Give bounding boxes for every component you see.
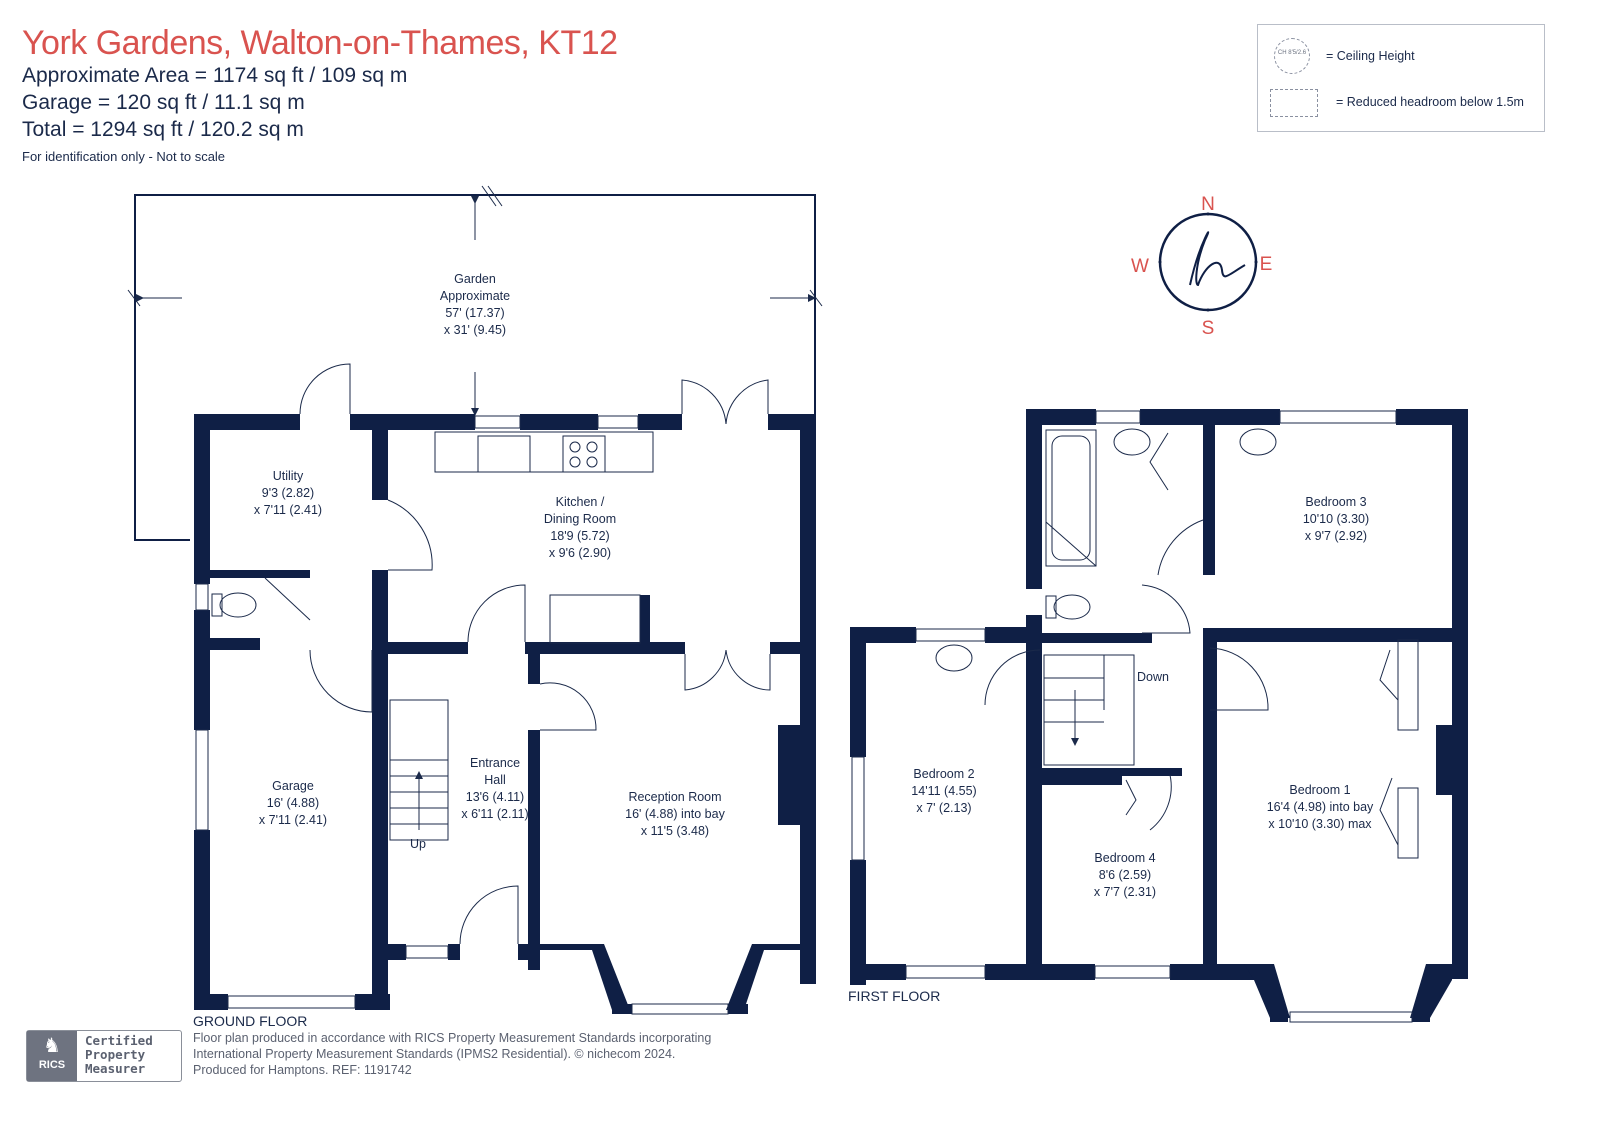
- bedroom1-dimensions: 16'4 (4.98) into bay: [1267, 800, 1374, 814]
- hall-label-line2: Hall: [484, 773, 506, 787]
- reduced-headroom-icon: [1270, 89, 1318, 117]
- ground-floor-walls: [194, 414, 816, 1014]
- footer-line-2: International Property Measurement Stand…: [193, 1047, 676, 1061]
- garden-dimensions-2: x 31' (9.45): [444, 323, 506, 337]
- badge-line-3: Measurer: [85, 1061, 146, 1076]
- utility-dimensions: 9'3 (2.82): [262, 486, 314, 500]
- kitchen-label: Kitchen /: [556, 495, 605, 509]
- ground-floor-fittings: [195, 363, 771, 1015]
- compass-letters: N S E W: [1131, 194, 1272, 339]
- compass-south: S: [1202, 318, 1215, 339]
- kitchen-dimensions: 18'9 (5.72): [550, 529, 609, 543]
- lion-icon: ♞: [43, 1035, 61, 1057]
- rics-logo: ♞ RICS: [27, 1031, 77, 1081]
- bedroom2-dimensions: 14'11 (4.55): [911, 784, 976, 798]
- utility-label: Utility: [273, 469, 304, 483]
- garage-label: Garage: [272, 779, 314, 793]
- bedroom4-dimensions: 8'6 (2.59): [1099, 868, 1151, 882]
- bedroom4-label: Bedroom 4: [1094, 851, 1155, 865]
- bedroom1-dimensions-2: x 10'10 (3.30) max: [1268, 817, 1372, 831]
- kitchen-dimensions-2: x 9'6 (2.90): [549, 546, 611, 560]
- ground-floor-label: GROUND FLOOR: [193, 1013, 308, 1029]
- garage-dimensions-2: x 7'11 (2.41): [259, 813, 327, 827]
- stairs-up-label: Up: [410, 837, 426, 851]
- garden-label-line2: Approximate: [440, 289, 510, 303]
- property-title: York Gardens, Walton-on-Thames, KT12: [22, 24, 618, 62]
- ceiling-height-icon: CH 8'5/2.6: [1274, 38, 1310, 74]
- hall-dimensions: 13'6 (4.11): [466, 790, 524, 804]
- badge-line-1: Certified: [85, 1033, 153, 1048]
- identification-note: For identification only - Not to scale: [22, 149, 226, 164]
- bedroom2-label: Bedroom 2: [913, 767, 974, 781]
- garden-dimension-arrows: [127, 185, 823, 416]
- bedroom3-dimensions: 10'10 (3.30): [1303, 512, 1369, 526]
- compass-east: E: [1260, 254, 1273, 275]
- stairs-up: [389, 699, 449, 841]
- bedroom3-dimensions-2: x 9'7 (2.92): [1305, 529, 1367, 543]
- compass-north: N: [1201, 194, 1215, 215]
- legend: CH 8'5/2.6 = Ceiling Height = Reduced he…: [1257, 24, 1545, 132]
- utility-dimensions-2: x 7'11 (2.41): [254, 503, 322, 517]
- badge-text: Certified Property Measurer: [85, 1034, 153, 1076]
- bedroom4-dimensions-2: x 7'7 (2.31): [1094, 885, 1156, 899]
- room-labels: Garden Approximate 57' (17.37) x 31' (9.…: [254, 272, 1374, 899]
- stairs-down-label: Down: [1137, 670, 1169, 684]
- rics-badge: ♞ RICS Certified Property Measurer: [26, 1030, 182, 1082]
- first-floor-fittings: [851, 410, 1419, 1023]
- reception-label: Reception Room: [628, 790, 721, 804]
- first-floor-label: FIRST FLOOR: [848, 988, 941, 1004]
- total-area: Total = 1294 sq ft / 120.2 sq m: [22, 118, 304, 141]
- footer-text: Floor plan produced in accordance with R…: [193, 1030, 711, 1078]
- reception-dimensions: 16' (4.88) into bay: [625, 807, 725, 821]
- hall-label: Entrance: [470, 756, 520, 770]
- legend-ceiling-height: = Ceiling Height: [1326, 49, 1415, 63]
- garden-boundary: [134, 194, 816, 541]
- first-floor-walls: [850, 409, 1468, 1022]
- garden-dimensions: 57' (17.37): [445, 306, 504, 320]
- legend-reduced-headroom: = Reduced headroom below 1.5m: [1336, 95, 1524, 109]
- garage-area: Garage = 120 sq ft / 11.1 sq m: [22, 91, 305, 114]
- reception-dimensions-2: x 11'5 (3.48): [641, 824, 709, 838]
- compass: [1158, 212, 1258, 312]
- bedroom2-dimensions-2: x 7' (2.13): [916, 801, 971, 815]
- compass-west: W: [1131, 256, 1149, 277]
- badge-line-2: Property: [85, 1047, 146, 1062]
- approximate-area: Approximate Area = 1174 sq ft / 109 sq m: [22, 64, 408, 87]
- hall-dimensions-2: x 6'11 (2.11): [461, 807, 528, 821]
- header: York Gardens, Walton-on-Thames, KT12 App…: [22, 24, 618, 164]
- stairs-down: [1043, 654, 1135, 766]
- bedroom3-label: Bedroom 3: [1305, 495, 1366, 509]
- rics-org: RICS: [38, 1059, 66, 1071]
- garden-label: Garden: [454, 272, 496, 286]
- footer-line-1: Floor plan produced in accordance with R…: [193, 1031, 712, 1045]
- garage-dimensions: 16' (4.88): [267, 796, 319, 810]
- kitchen-label-line2: Dining Room: [544, 512, 616, 526]
- bedroom1-label: Bedroom 1: [1289, 783, 1350, 797]
- footer-line-3: Produced for Hamptons. REF: 1191742: [193, 1063, 412, 1077]
